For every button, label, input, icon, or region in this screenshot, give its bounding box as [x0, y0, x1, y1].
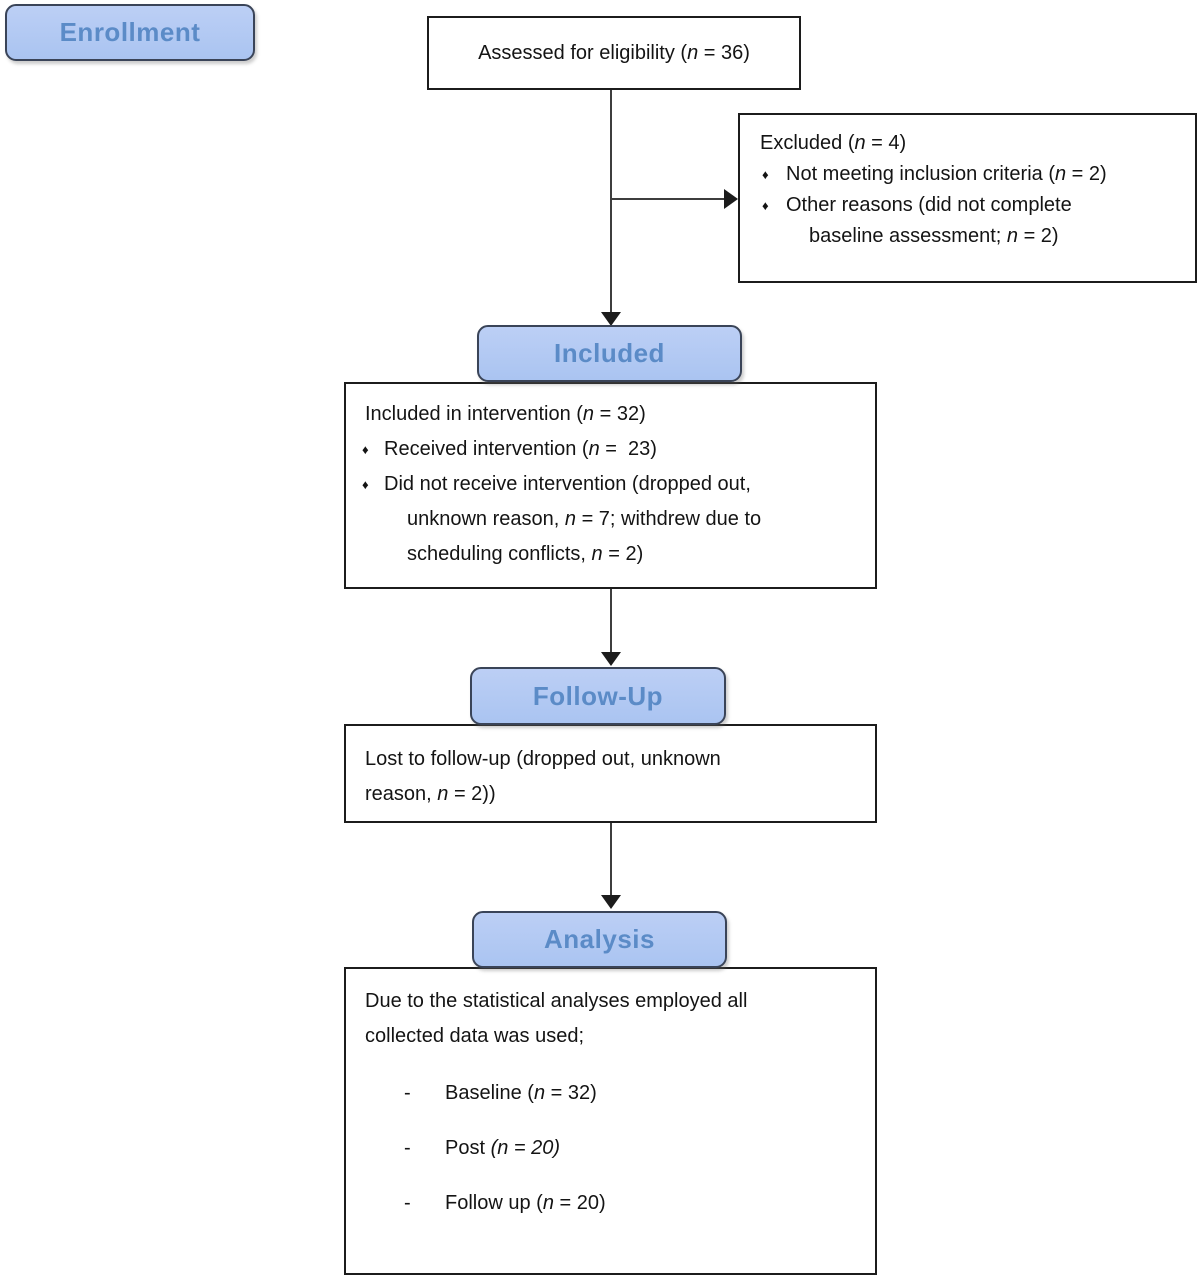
bullet-diamond-icon: ♦	[762, 198, 769, 213]
bullet-diamond-icon: ♦	[762, 167, 769, 182]
assessed-for-eligibility-box: Assessed for eligibility (n = 36)	[427, 16, 801, 90]
included-badge: Included	[477, 325, 742, 382]
followup-badge-label: Follow-Up	[532, 680, 664, 711]
text-line: Lost to follow-up (dropped out, unknown	[365, 748, 721, 770]
bullet-line: ♦Received intervention (n = 23)	[362, 432, 867, 467]
dash-icon: -	[404, 1137, 411, 1159]
text-line: Assessed for eligibility (n = 36)	[478, 41, 750, 64]
arrow-assessed-to-included	[610, 90, 612, 315]
text-line: Due to the statistical analyses employed…	[365, 990, 748, 1012]
enrollment-badge: Enrollment	[5, 4, 255, 61]
dash-line: -Post (n = 20)	[365, 1131, 867, 1166]
included-in-intervention-box: Included in intervention (n = 32) ♦Recei…	[344, 382, 877, 589]
bullet-diamond-icon: ♦	[362, 442, 369, 457]
arrowhead-down-icon	[601, 312, 621, 326]
bullet-line: ♦Other reasons (did not complete	[760, 190, 1187, 221]
bullet-diamond-icon: ♦	[362, 477, 369, 492]
text-line: collected data was used;	[365, 1025, 585, 1047]
enrollment-badge-label: Enrollment	[59, 17, 201, 47]
dash-icon: -	[404, 1192, 411, 1214]
excluded-box: Excluded (n = 4) ♦Not meeting inclusion …	[738, 113, 1197, 283]
dash-line: -Follow up (n = 20)	[365, 1186, 867, 1221]
wrap-line: scheduling conflicts, n = 2)	[407, 543, 644, 565]
text-line: Excluded (n = 4)	[760, 132, 907, 154]
dash-line: -Baseline (n = 32)	[365, 1076, 867, 1111]
included-badge-label: Included	[554, 338, 665, 368]
arrow-included-to-followup	[610, 589, 612, 653]
arrowhead-right-icon	[724, 189, 738, 209]
dash-icon: -	[404, 1082, 411, 1104]
lost-to-followup-box: Lost to follow-up (dropped out, unknown …	[344, 724, 877, 823]
analysis-badge: Analysis	[472, 911, 727, 968]
wrap-line: baseline assessment; n = 2)	[809, 225, 1059, 247]
text-line: reason, n = 2))	[365, 783, 496, 805]
bullet-line: ♦Not meeting inclusion criteria (n = 2)	[760, 159, 1187, 190]
arrow-followup-to-analysis	[610, 823, 612, 896]
arrow-branch-to-excluded	[611, 198, 724, 200]
followup-badge: Follow-Up	[470, 667, 726, 725]
text-line: Included in intervention (n = 32)	[365, 403, 646, 425]
analysis-box: Due to the statistical analyses employed…	[344, 967, 877, 1275]
bullet-line: ♦Did not receive intervention (dropped o…	[362, 467, 867, 502]
wrap-line: unknown reason, n = 7; withdrew due to	[407, 508, 762, 530]
arrowhead-down-icon	[601, 652, 621, 666]
analysis-badge-label: Analysis	[544, 924, 655, 954]
arrowhead-down-icon	[601, 895, 621, 909]
